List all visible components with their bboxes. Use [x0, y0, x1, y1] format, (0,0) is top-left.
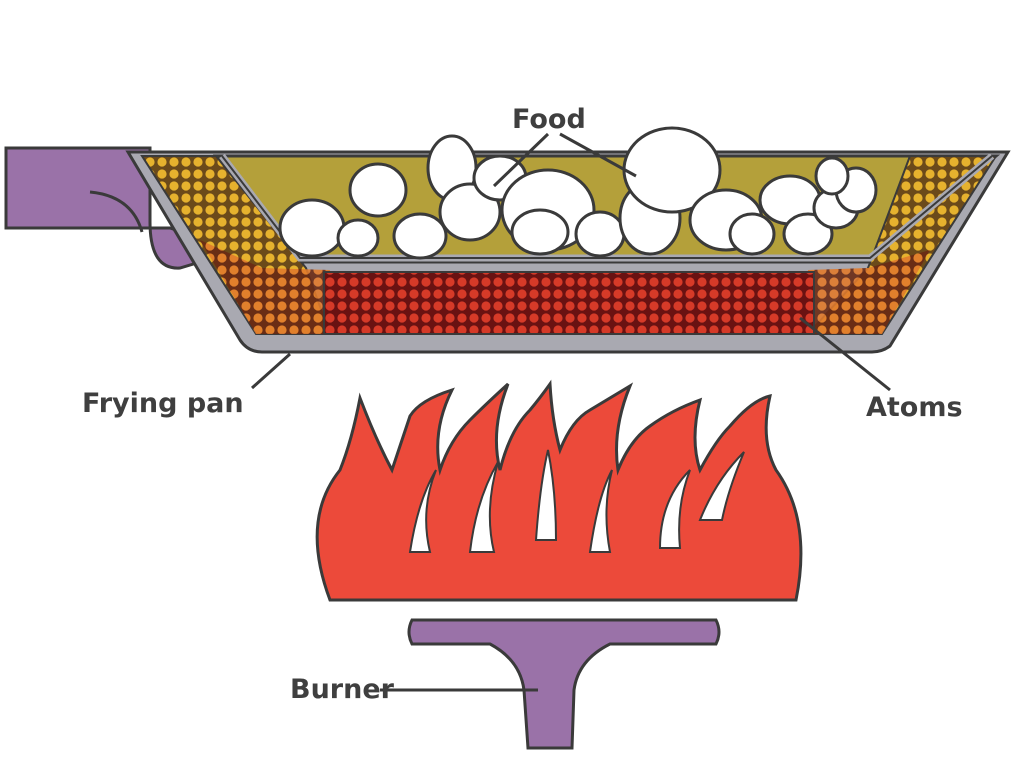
leader-lines	[250, 132, 891, 692]
food-leader-line-right	[559, 132, 637, 178]
atom-particles-icon	[140, 153, 998, 335]
atoms-leader-line	[799, 316, 891, 392]
frying-pan-leader-line	[250, 352, 292, 390]
food-label: Food	[512, 104, 586, 135]
frying-pan-label: Frying pan	[82, 388, 244, 419]
food-leader-line-left	[492, 132, 550, 188]
flame-icon	[315, 379, 803, 602]
burner-label: Burner	[290, 674, 395, 705]
food-pieces-icon	[278, 126, 878, 260]
atoms-label: Atoms	[866, 392, 963, 423]
burner-icon	[407, 618, 721, 750]
